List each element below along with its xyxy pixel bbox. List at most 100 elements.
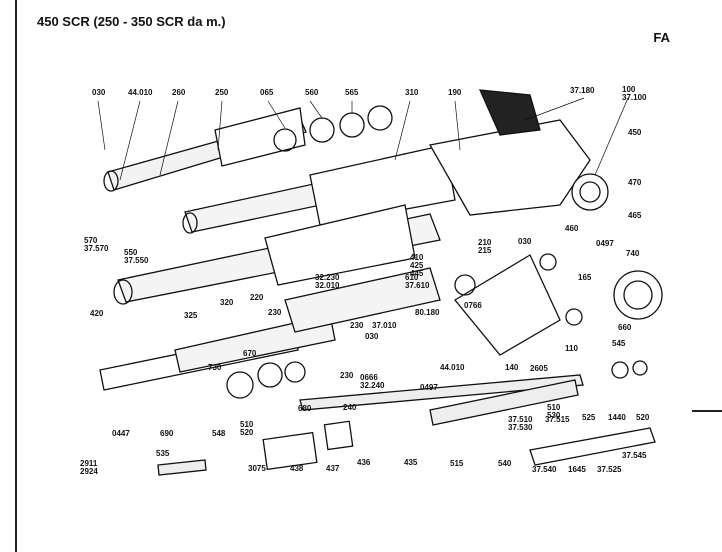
callout-label: 1645: [568, 465, 586, 474]
circlip: [367, 105, 393, 131]
callout-label: 190: [448, 88, 462, 97]
page-title: 450 SCR (250 - 350 SCR da m.): [37, 14, 226, 29]
callout-label: 37.515: [545, 415, 570, 424]
callout-label: 165: [578, 273, 592, 282]
callout-label: 0497: [420, 383, 438, 392]
callout-label: 436: [357, 458, 371, 467]
callout-label: 545: [612, 339, 626, 348]
callout-label: 520: [636, 413, 650, 422]
fork-tube-upper-end: [182, 212, 198, 234]
ring-560: [309, 117, 335, 143]
steering-nut-inner: [579, 181, 601, 203]
right-tube: [429, 379, 579, 426]
callout-label: 37.010: [372, 321, 397, 330]
callout-label: 548: [212, 429, 226, 438]
callout-label: 030: [92, 88, 106, 97]
callout-label: 250: [215, 88, 229, 97]
callout-label: 44.010: [440, 363, 465, 372]
callout-label: 560: [305, 88, 319, 97]
cap-nut: [613, 270, 663, 320]
spring-upper: [309, 144, 456, 226]
callout-label: 110: [565, 344, 578, 353]
bottom-bolt: [157, 459, 207, 476]
callout-label: 565: [345, 88, 359, 97]
callout-label: 220: [250, 293, 264, 302]
bottom-bush: [323, 420, 354, 451]
callout-label: 670: [243, 349, 257, 358]
callout-label: 437: [326, 464, 340, 473]
callout-label: 0497: [596, 239, 614, 248]
spring-lower: [264, 204, 416, 286]
steering-nut: [571, 173, 609, 211]
callout-label: 37.525: [597, 465, 622, 474]
callout-label: 660: [618, 323, 632, 332]
fork-tube-lower-end: [113, 279, 133, 305]
nut-660: [565, 308, 583, 326]
bottom-sleeve: [262, 431, 318, 471]
callout-label: 065: [260, 88, 274, 97]
callout-label: 680: [298, 404, 312, 413]
callout-label: 44.010: [128, 88, 153, 97]
right-tick-line: [692, 410, 722, 412]
callout-label: 0766: [464, 301, 482, 310]
callout-label: 525: [582, 413, 596, 422]
washer-3: [284, 361, 306, 383]
callout-label: 460: [565, 224, 579, 233]
seal-210: [454, 274, 476, 296]
callout-label: 260: [172, 88, 186, 97]
callout-label: 030: [518, 237, 532, 246]
callout-label: 230: [340, 371, 354, 380]
washer-1: [226, 371, 254, 399]
callout-label: 37.545: [622, 451, 647, 460]
callout-label: 3075: [248, 464, 266, 473]
callout-label: 030: [365, 332, 379, 341]
callout-label: 80.180: [415, 308, 440, 317]
ring-520: [632, 360, 648, 376]
callout-label: 1440: [608, 413, 626, 422]
handlebar-mount: [478, 89, 541, 136]
callout-label: 230: [350, 321, 364, 330]
callout-label: 325: [184, 311, 198, 320]
callout-label: 535: [156, 449, 170, 458]
ring-065: [273, 128, 297, 152]
callout-label: 140: [505, 363, 519, 372]
callout-label: 420: [90, 309, 104, 318]
callout-label: 730: [208, 363, 222, 372]
washer-2: [257, 362, 283, 388]
callout-label: 470: [628, 178, 642, 187]
callout-label: 37.540: [532, 465, 557, 474]
callout-label: 740: [626, 249, 640, 258]
seal-460: [539, 253, 557, 271]
damper-rod: [299, 374, 584, 411]
left-border-line: [15, 0, 17, 552]
callout-label: 465: [628, 211, 642, 220]
page-code: FA: [653, 30, 670, 45]
callout-label: 240: [343, 403, 357, 412]
callout-label: 540: [498, 459, 512, 468]
callout-label: 2605: [530, 364, 548, 373]
right-rod: [529, 427, 656, 466]
callout-label: 37.180: [570, 86, 595, 95]
callout-label: 310: [405, 88, 419, 97]
callout-label: 438: [290, 464, 304, 473]
fork-leg-rear-end: [103, 170, 119, 192]
cap-nut-inner: [623, 280, 653, 310]
inner-tube-main: [284, 267, 441, 333]
lower-crown: [454, 254, 561, 356]
ring-565: [339, 112, 365, 138]
callout-label: 690: [160, 429, 174, 438]
